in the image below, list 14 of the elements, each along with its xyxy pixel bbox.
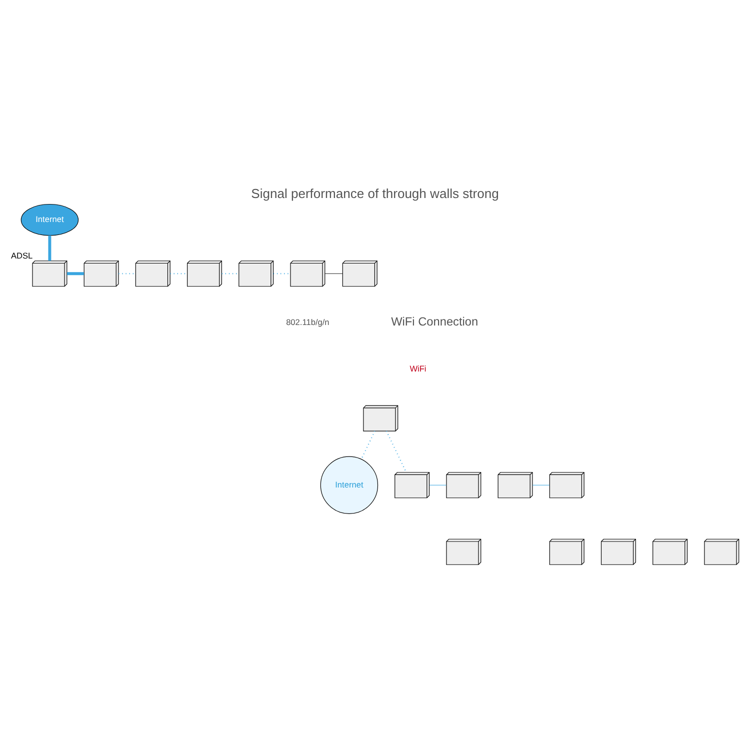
label: WiFi xyxy=(410,364,426,374)
connector xyxy=(360,430,376,460)
connector xyxy=(324,273,343,274)
connector xyxy=(429,484,447,486)
label: WiFi Connection xyxy=(391,314,478,329)
label: 802.11b/g/n xyxy=(286,316,330,327)
node-label: ADSL xyxy=(10,250,33,261)
connector xyxy=(386,430,407,472)
connector xyxy=(532,484,550,486)
connector xyxy=(48,235,52,261)
connector xyxy=(67,272,84,276)
diagram-title: Signal performance of through walls strong xyxy=(251,186,499,202)
node-circle: Internet xyxy=(320,456,378,514)
node-ellipse: Internet xyxy=(20,204,79,236)
